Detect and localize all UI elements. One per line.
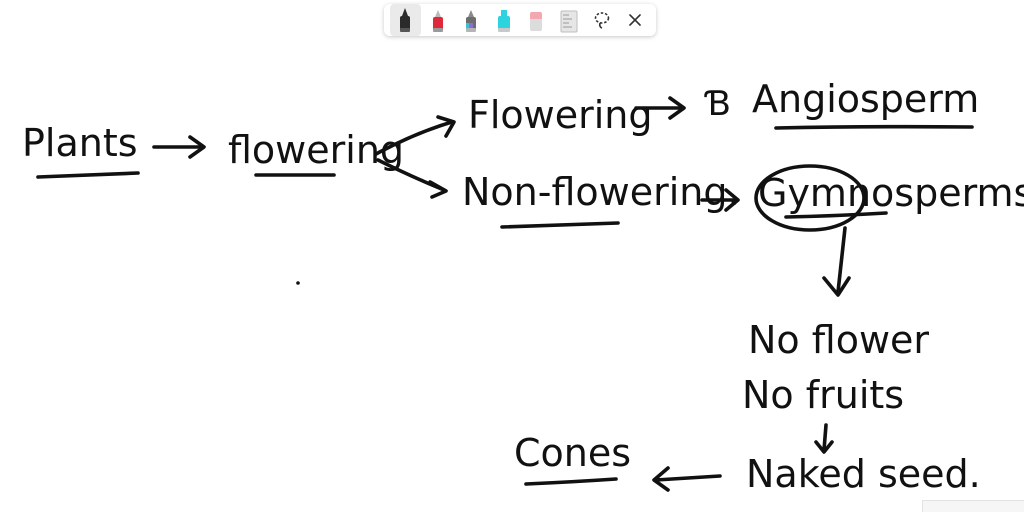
node-no-fruits: No fruits <box>742 373 904 417</box>
node-angiosperm: Angiosperm <box>752 77 979 121</box>
highlighter-tool[interactable] <box>488 4 519 36</box>
arrow-gymnosperms-down-head <box>822 276 851 297</box>
node-flowering: flowering <box>228 128 404 172</box>
galaxy-pen-tool[interactable] <box>456 4 487 36</box>
angiosperm-marker: Ɓ <box>704 84 731 124</box>
node-flowering-top: Flowering <box>468 93 653 137</box>
red-pen-tool[interactable] <box>423 4 454 36</box>
arrow-naked-seed-to-cones <box>654 474 722 482</box>
underline-angiosperm <box>774 124 974 130</box>
arrow-plants-to-flowering-head <box>188 135 206 159</box>
eraser-icon <box>530 12 543 31</box>
circle-gymn <box>754 164 866 232</box>
arrow-fruits-to-seed-head <box>814 440 834 454</box>
arrow-to-flowering-top-head <box>436 115 456 138</box>
black-pen-tool[interactable] <box>390 4 421 36</box>
node-naked-seed: Naked seed. <box>746 452 981 496</box>
node-no-flower: No flower <box>748 318 929 362</box>
arrow-naked-seed-to-cones-head <box>652 466 670 492</box>
lasso-icon <box>594 12 610 29</box>
ruler-icon <box>560 10 578 33</box>
eraser-tool[interactable] <box>521 4 552 36</box>
arrow-fruits-to-seed <box>822 423 828 452</box>
node-cones: Cones <box>514 431 631 475</box>
arrow-non-flowering-to-gymnosperms-head <box>724 188 740 212</box>
galaxy-pen-icon <box>465 10 476 32</box>
close-toolbar-button[interactable] <box>619 4 650 36</box>
highlighter-icon <box>497 10 510 32</box>
underline-gymnosperms <box>784 211 888 219</box>
stray-ink-dot <box>296 281 300 285</box>
underline-plants <box>36 171 140 179</box>
node-gymnosperms: Gymnosperms. <box>758 171 1024 215</box>
node-non-flowering: Non-flowering. <box>462 170 740 214</box>
underline-cones <box>524 477 618 486</box>
arrow-to-non-flowering-head <box>428 180 448 199</box>
arrow-flowering-to-angiosperm-head <box>668 96 686 120</box>
node-plants: Plants <box>22 121 138 165</box>
close-icon <box>628 14 641 26</box>
corner-panel-edge <box>922 500 1024 512</box>
red-pen-icon <box>433 10 444 32</box>
underline-non-flowering <box>500 221 620 229</box>
lasso-select-tool[interactable] <box>587 4 618 36</box>
black-pen-icon <box>400 8 411 32</box>
ink-toolbar <box>384 4 656 36</box>
arrow-to-flowering-top <box>374 120 454 156</box>
arrow-gymnosperms-down <box>836 226 847 294</box>
ruler-tool[interactable] <box>554 4 585 36</box>
